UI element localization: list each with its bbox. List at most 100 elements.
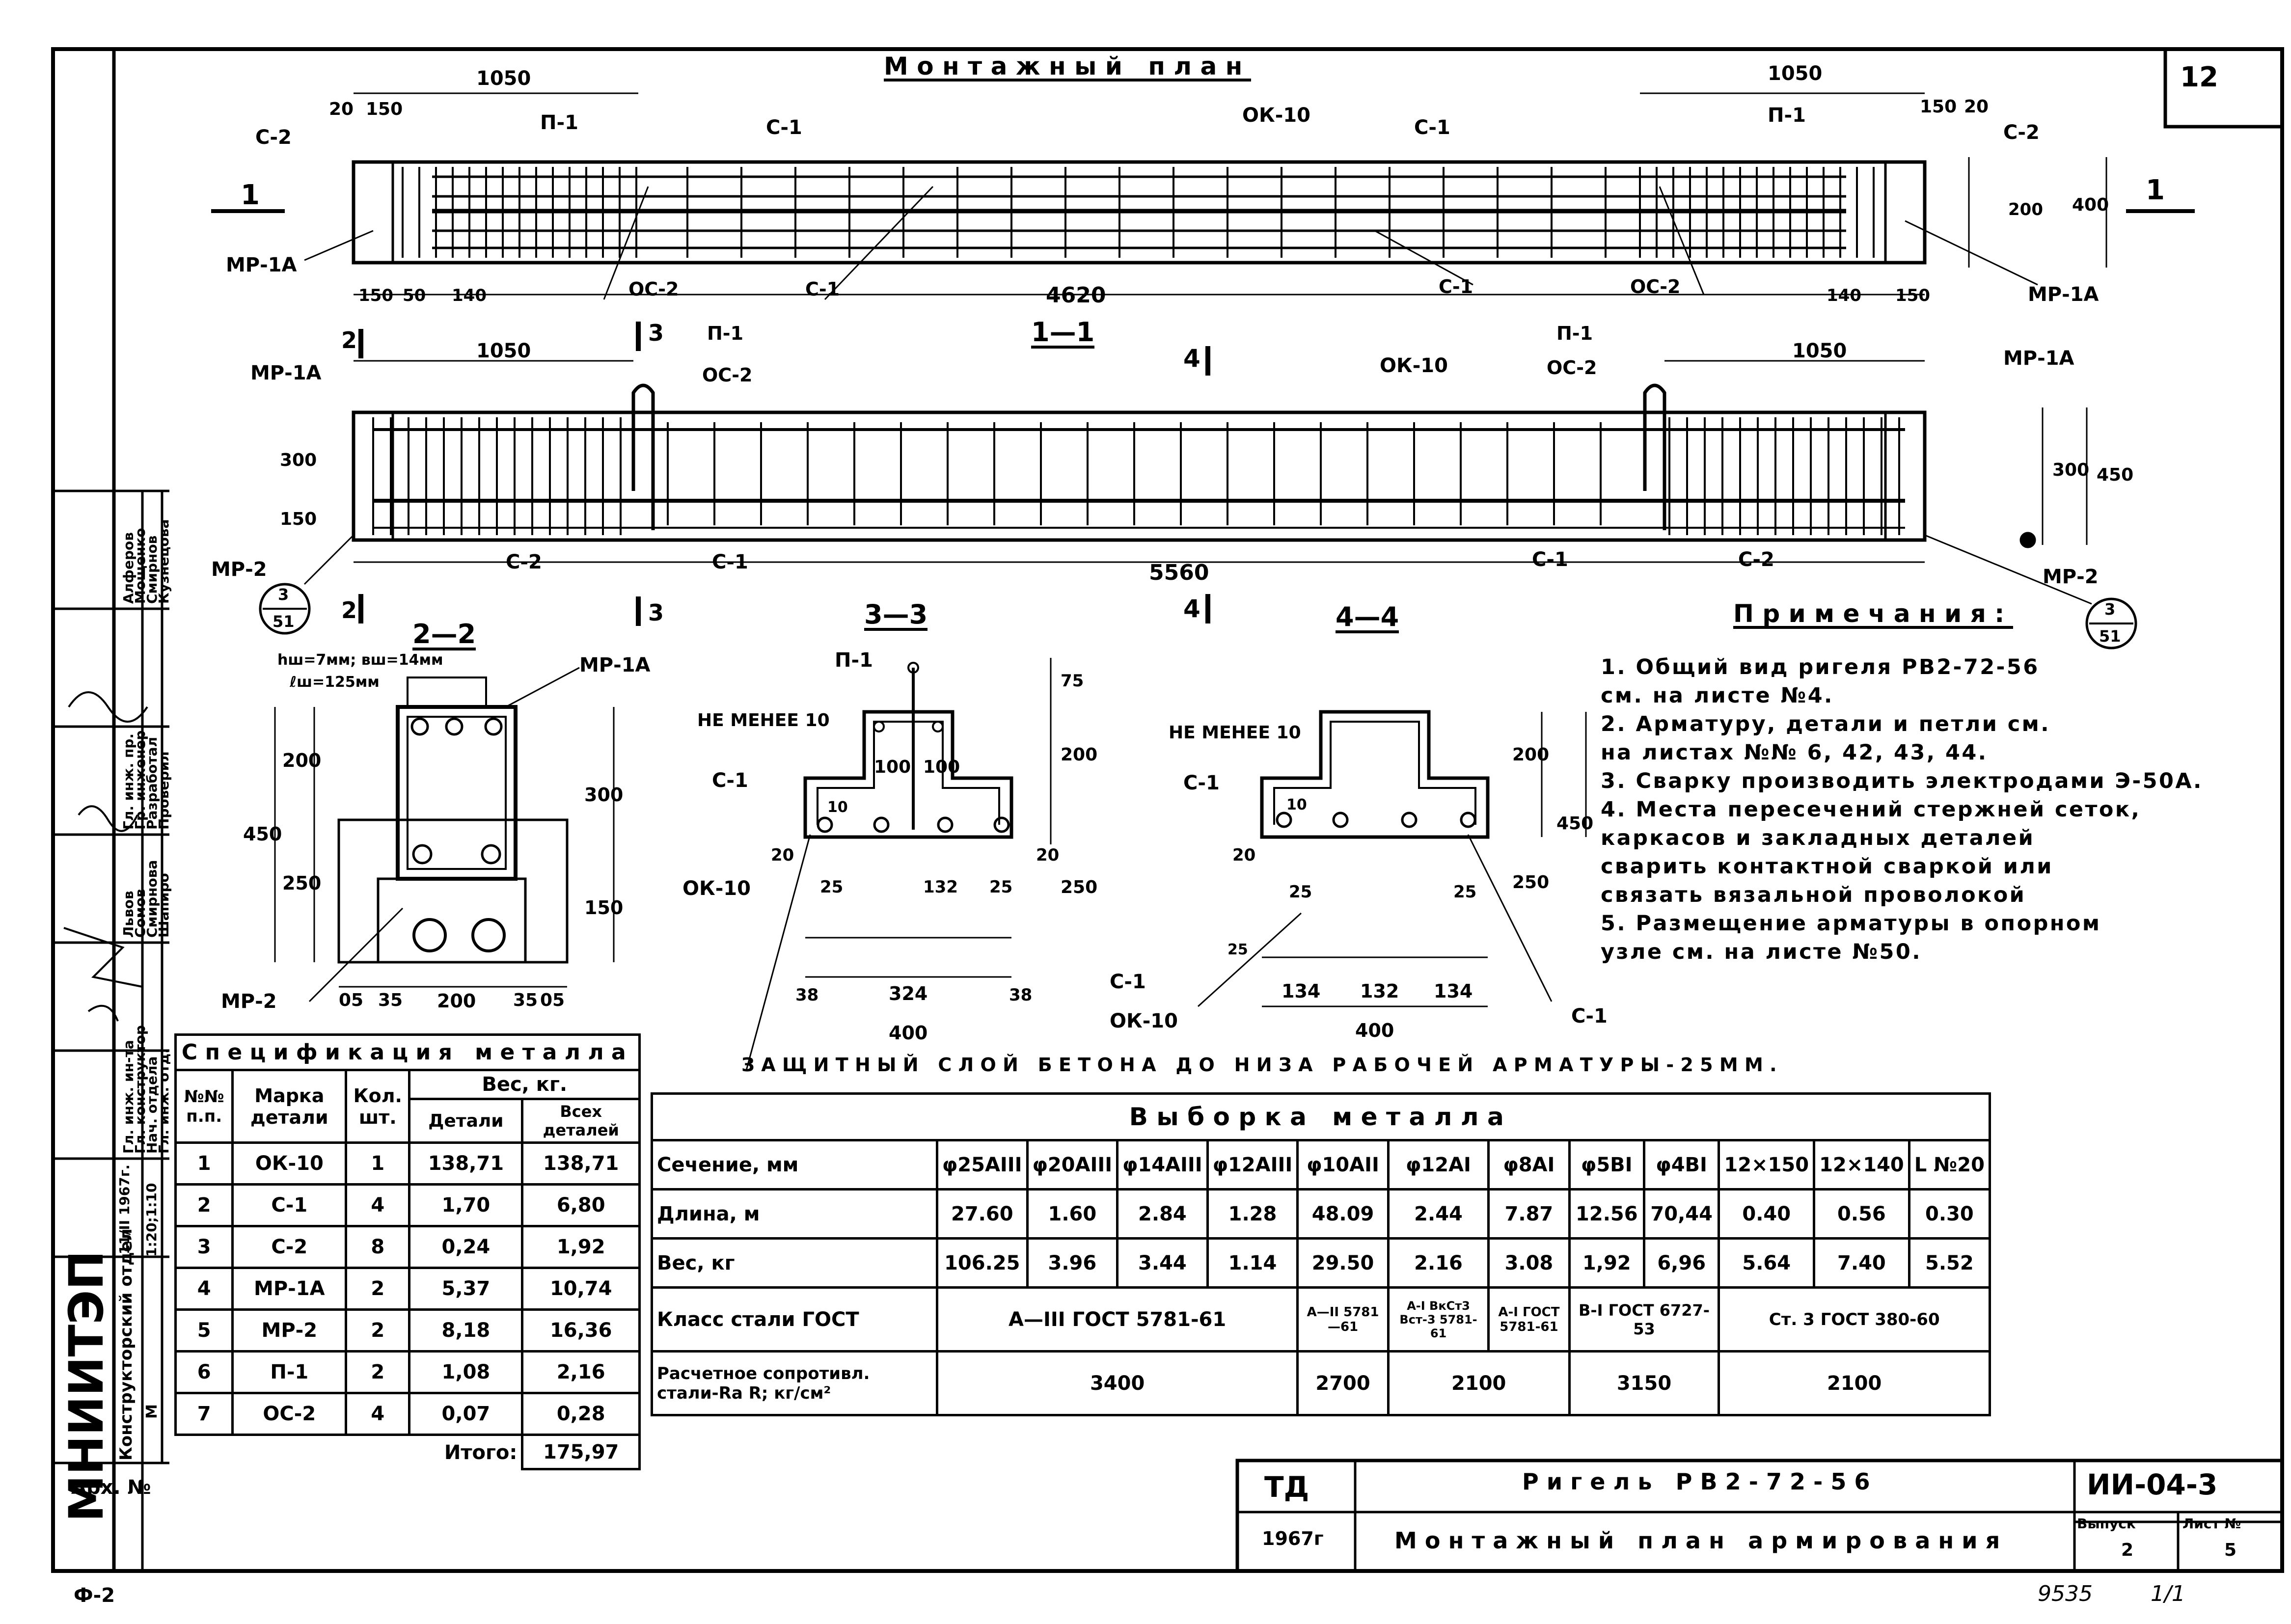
metal-section-cell: φ14АIII: [1116, 1139, 1209, 1191]
weld-note-1: hш=7мм; вш=14мм: [277, 651, 443, 669]
label-c1-plan-bottom: С-1: [805, 278, 840, 300]
note-line: сварить контактной сваркой или: [1601, 854, 2053, 879]
metal-section-cell: 12×140: [1813, 1139, 1910, 1191]
cut-1-left: 1: [241, 179, 260, 211]
label-mp2-elev-left: МР-2: [211, 558, 267, 581]
label-c1-elev-left: С-1: [712, 551, 748, 573]
metal-weight-cell: 1.14: [1206, 1237, 1299, 1289]
note-line: 3. Сварку производить электродами Э-50А.: [1601, 769, 2203, 793]
dim-250-4-4: 250: [1512, 872, 1550, 893]
dim-132-4-4: 132: [1360, 980, 1399, 1002]
table-row: Вес, кг 106.25 3.96 3.44 1.14 29.50 2.16…: [651, 1237, 1991, 1289]
approval-date: 11/II 1967г.: [116, 1164, 133, 1254]
cut-2-bottom: 2: [341, 597, 357, 623]
spec-cell: 4: [174, 1267, 234, 1311]
dim-134a-4-4: 134: [1282, 980, 1321, 1002]
metal-section-cell: φ12АIII: [1206, 1139, 1299, 1191]
metal-length-cell: 0.56: [1813, 1188, 1910, 1240]
dim-20a-3-3: 20: [771, 845, 794, 865]
spec-cell: 5: [174, 1308, 234, 1353]
metal-row-label-weight: Вес, кг: [651, 1237, 938, 1289]
dim-100a-3-3: 100: [874, 757, 911, 777]
metal-resistance-cell: 2100: [1387, 1350, 1571, 1416]
org-name: МНИИТЭП: [59, 1250, 114, 1522]
dim-150-right: 150: [1920, 97, 1957, 117]
table-row: Длина, м 27.60 1.60 2.84 1.28 48.09 2.44…: [651, 1188, 1991, 1240]
spec-cell: 4: [345, 1392, 411, 1436]
metal-weight-cell: 1,92: [1568, 1237, 1645, 1289]
role-label: Гл. инж. отд.: [156, 1048, 172, 1154]
label-ok10-3-3: ОК-10: [682, 877, 751, 900]
dim-150-elev-left: 150: [280, 509, 317, 529]
element-title: Ригель РВ2-72-56: [1522, 1468, 1878, 1495]
metal-length-cell: 70,44: [1642, 1188, 1720, 1240]
metal-section-cell: L №20: [1908, 1139, 1991, 1191]
spec-cell: П-1: [231, 1350, 348, 1394]
metal-weight-cell: 6,96: [1642, 1237, 1720, 1289]
label-c1-4-4: С-1: [1183, 772, 1220, 794]
note-line: на листах №№ 6, 42, 43, 44.: [1601, 740, 1988, 765]
node-ref-top-right: 3: [2104, 600, 2116, 619]
spec-cell: ОС-2: [231, 1392, 348, 1436]
dim-200-plan: 200: [2008, 200, 2043, 219]
label-p1-3-3: П-1: [835, 649, 873, 672]
dim-25a-3-3: 25: [820, 877, 844, 897]
spec-cell: 6: [174, 1350, 234, 1394]
dim-140-plan-a: 140: [452, 286, 487, 305]
dim-20-4-4: 20: [1232, 845, 1256, 865]
cut-4-bottom: 4: [1183, 595, 1200, 623]
spec-header-weight: Вес, кг.: [408, 1069, 641, 1100]
scale-label: М: [143, 1404, 161, 1419]
spec-cell: 3: [174, 1225, 234, 1269]
sheet-label: Лист №: [2182, 1516, 2241, 1532]
plan-title: Монтажный план: [884, 52, 1251, 81]
metal-table: Выборка металла Сечение, мм φ25АIII φ20А…: [651, 1092, 1991, 1416]
spec-cell: 1,92: [521, 1225, 641, 1269]
issue-label: Выпуск: [2077, 1516, 2136, 1532]
spec-header-detail: Детали: [408, 1098, 524, 1144]
label-ok10-3-3-bottom: ОК-10: [1110, 1010, 1178, 1032]
label-p1-elev-right: П-1: [1556, 323, 1593, 344]
metal-row-label-class: Класс стали ГОСТ: [651, 1286, 938, 1353]
spec-cell: 2: [345, 1267, 411, 1311]
spec-cell: 16,36: [521, 1308, 641, 1353]
dim-400-plan: 400: [2072, 195, 2109, 215]
stamp-number: 9535: [2038, 1581, 2093, 1606]
sheet-value: 5: [2224, 1540, 2237, 1560]
label-oc2-plan-left: ОС-2: [628, 278, 679, 300]
dim-150-2-2: 150: [584, 897, 624, 919]
metal-row-label-length: Длина, м: [651, 1188, 938, 1240]
cut-3-top: 3: [648, 320, 664, 346]
note-line: узле см. на листе №50.: [1601, 940, 1922, 964]
issue-value: 2: [2121, 1540, 2134, 1560]
metal-weight-cell: 7.40: [1813, 1237, 1910, 1289]
dim-10-3-3: 10: [827, 799, 848, 816]
label-c1-plan-bottom-right: С-1: [1439, 276, 1473, 298]
drawing-code: ИИ-04-3: [2087, 1468, 2218, 1501]
dim-150-plan-a: 150: [358, 286, 393, 305]
signatures: [63, 691, 148, 1022]
title-block-year: 1967г: [1262, 1528, 1324, 1549]
spec-cell: 4: [345, 1183, 411, 1227]
metal-resistance-cell: 2700: [1296, 1350, 1390, 1416]
dim-200-2-2: 200: [282, 750, 322, 771]
spec-cell: 1,70: [408, 1183, 524, 1227]
spec-cell: 7: [174, 1392, 234, 1436]
spec-cell: 1: [174, 1141, 234, 1186]
spec-cell: 2: [345, 1308, 411, 1353]
label-c1-3-3-bottom: С-1: [1110, 971, 1146, 993]
metal-section-cell: φ12АI: [1387, 1139, 1490, 1191]
dim-25b-4-4: 25: [1453, 882, 1477, 902]
dim-1050-left: 1050: [476, 67, 531, 90]
metal-resistance-cell: 3400: [935, 1350, 1299, 1416]
dim-324-3-3: 324: [889, 983, 928, 1004]
spec-total-label: Итого:: [175, 1434, 524, 1469]
spec-cell: 0,28: [521, 1392, 641, 1436]
dim-20b-3-3: 20: [1036, 845, 1060, 865]
label-c1-plan-left: С-1: [766, 116, 802, 139]
